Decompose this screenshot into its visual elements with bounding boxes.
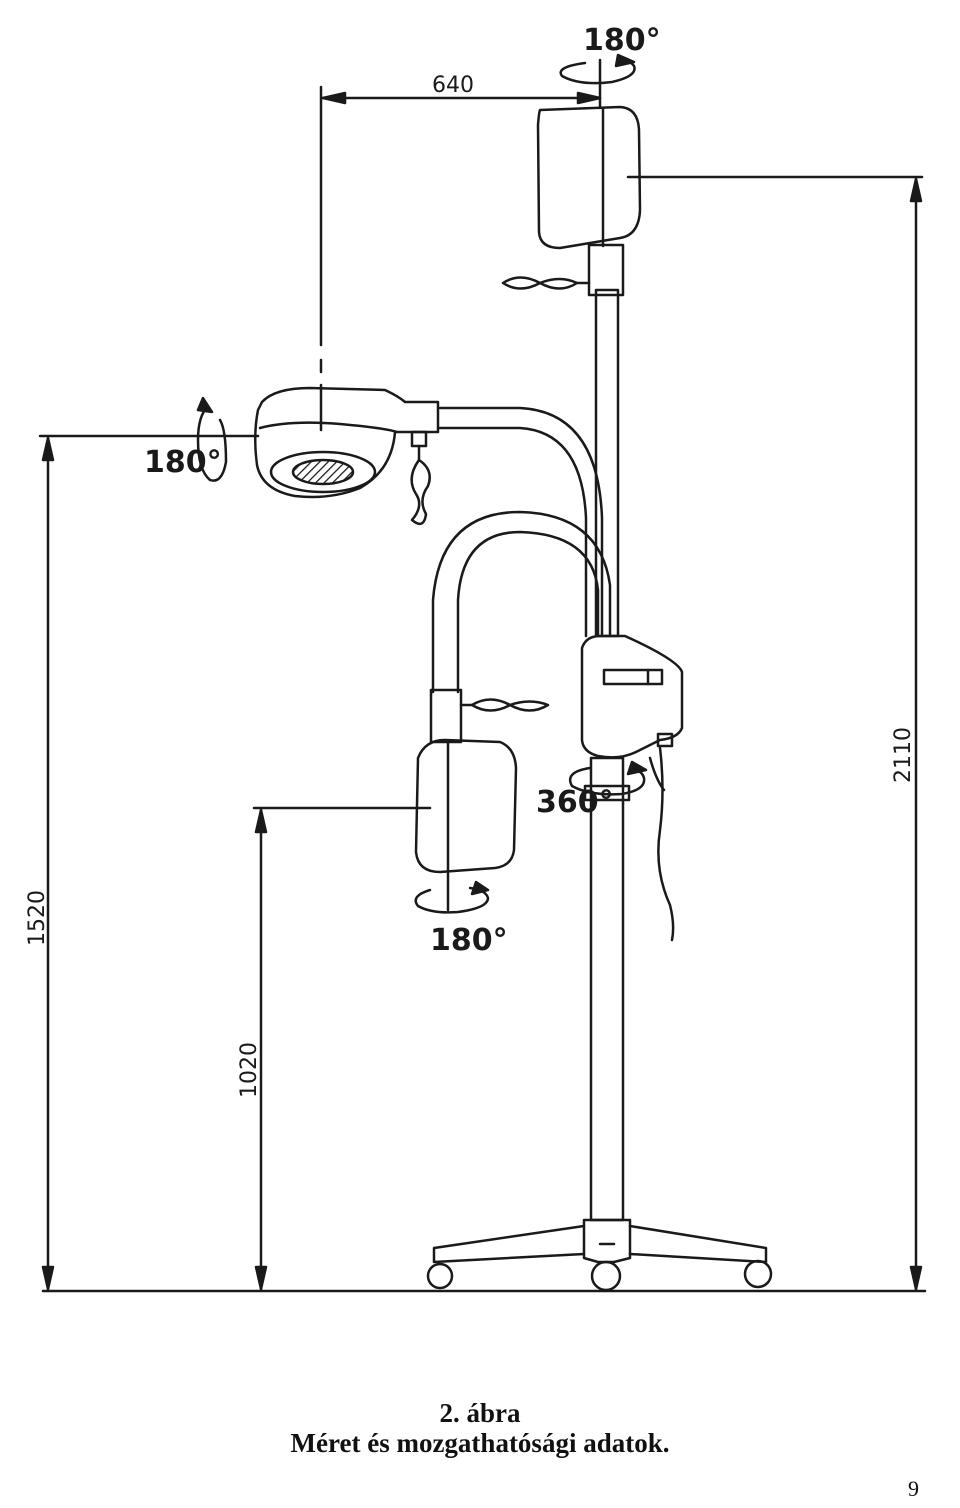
top-rotation-label: 180°	[583, 23, 661, 58]
main-rotation-label: 180°	[144, 445, 222, 480]
column-rotation-indicator: 360°	[536, 760, 648, 820]
dimension-1020: 1020	[237, 806, 432, 1291]
figure-title: Méret és mozgathatósági adatok.	[290, 1428, 670, 1458]
top-rotation-indicator: 180°	[559, 23, 661, 85]
dimension-2110: 2110	[626, 175, 924, 1291]
dimension-1520: 1520	[25, 434, 260, 1291]
dimension-640: 640	[319, 73, 602, 432]
top-lamp-head	[501, 58, 642, 297]
lower-arm	[431, 510, 612, 694]
main-rotation-indicator: 180°	[144, 396, 228, 482]
lamp-base	[426, 1218, 773, 1292]
dim-1520-label: 1520	[25, 890, 50, 946]
page-number: 9	[908, 1476, 919, 1501]
column-rotation-label: 360°	[536, 785, 614, 820]
lower-lamp-head	[414, 688, 550, 912]
dim-2110-label: 2110	[891, 727, 916, 783]
upper-arm	[438, 406, 604, 638]
dim-1020-label: 1020	[237, 1042, 262, 1098]
control-housing	[580, 634, 684, 942]
lower-rotation-indicator: 180°	[414, 880, 508, 958]
dim-640-label: 640	[432, 73, 474, 98]
main-lamp-head	[254, 386, 440, 526]
lower-rotation-label: 180°	[430, 923, 508, 958]
figure-number: 2. ábra	[439, 1398, 521, 1428]
